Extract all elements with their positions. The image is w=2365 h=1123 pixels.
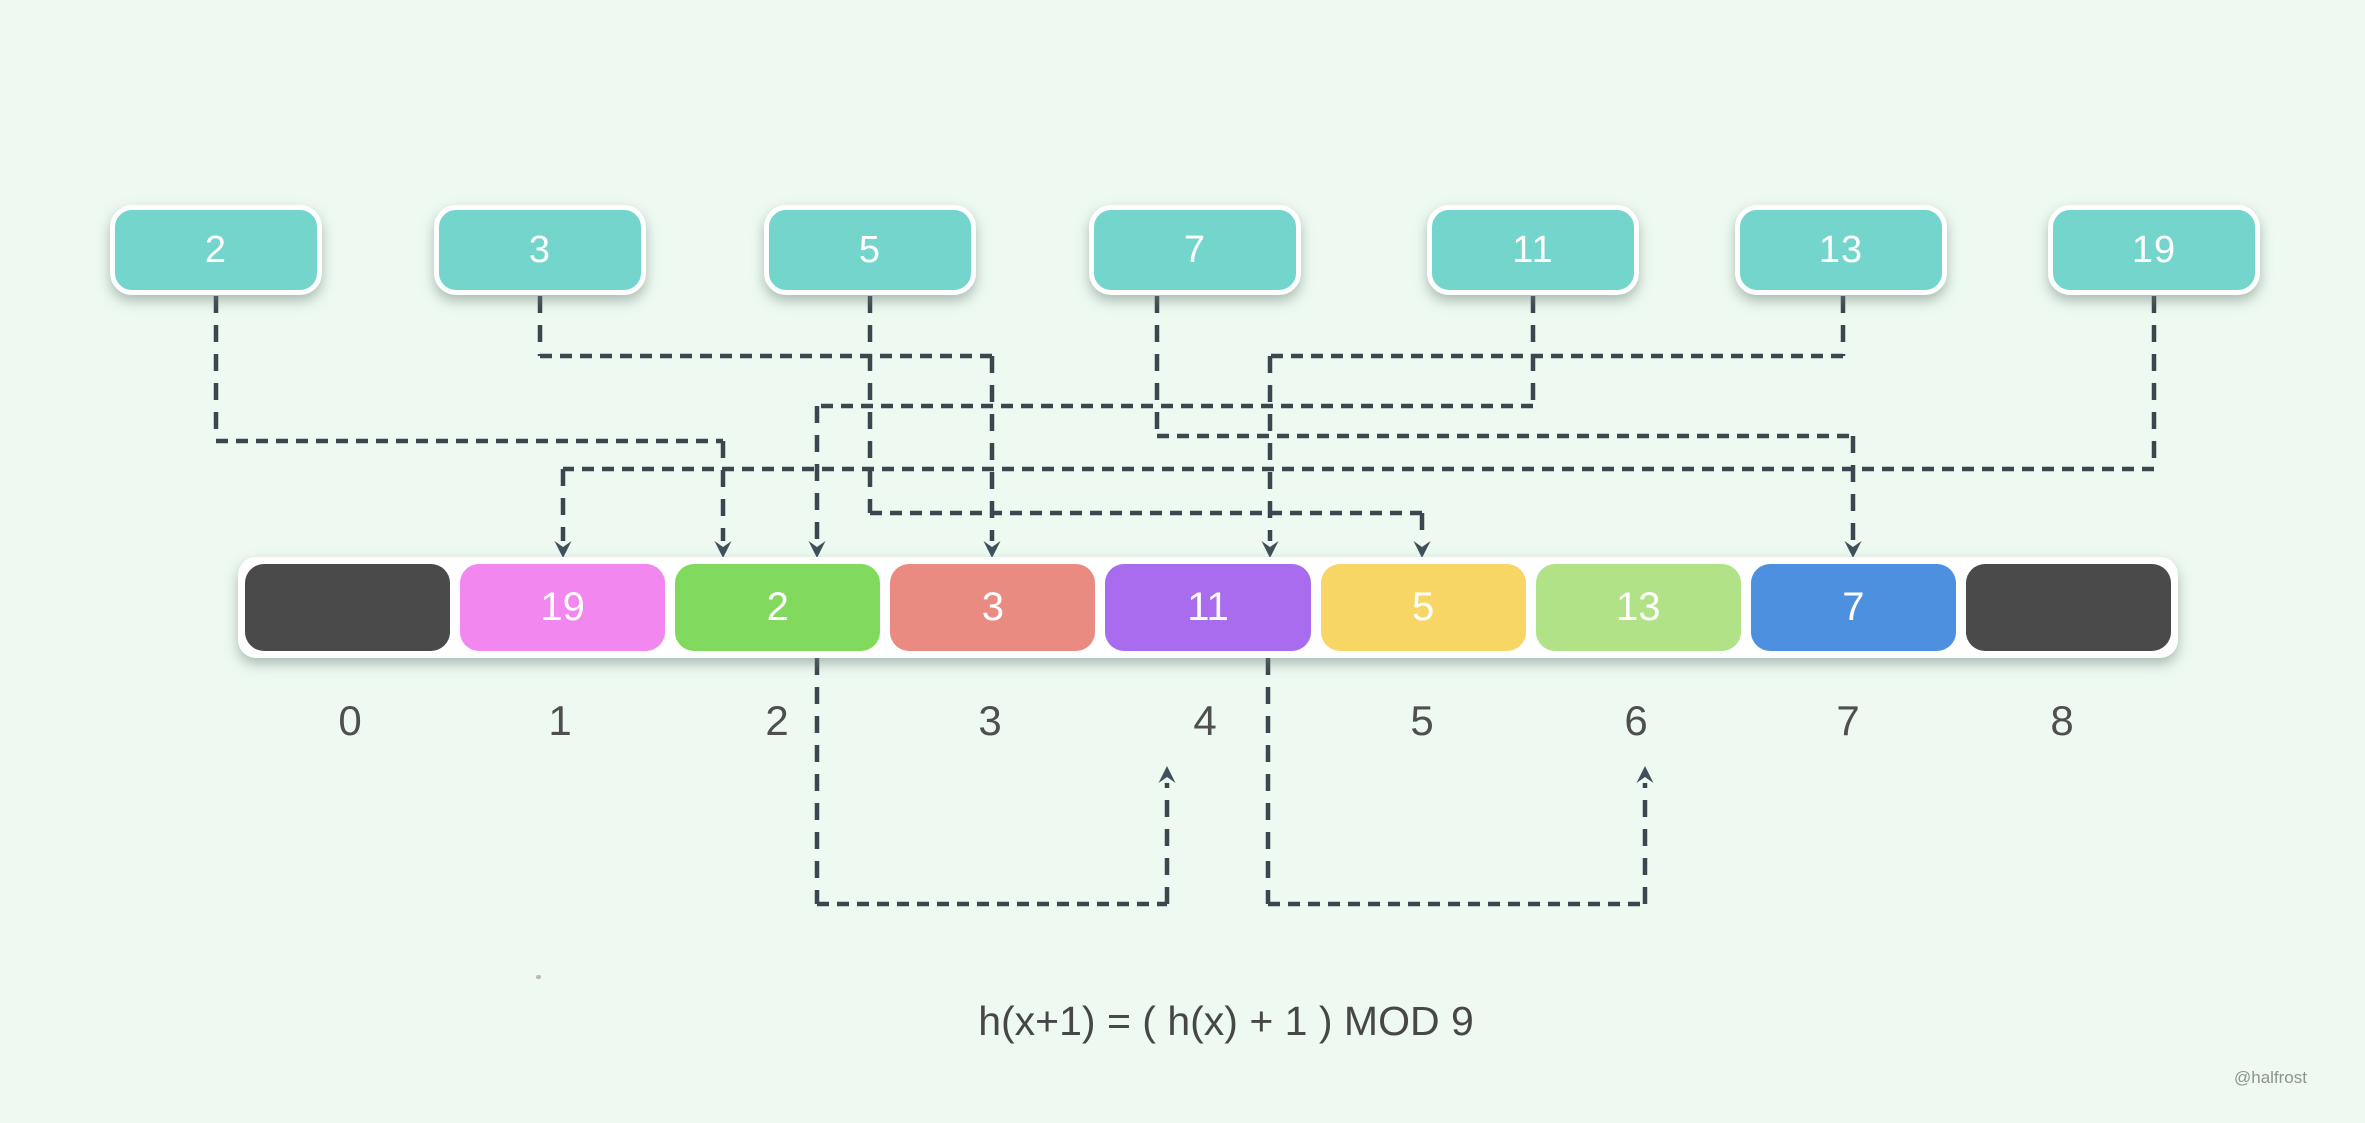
- key-label: 5: [858, 228, 882, 271]
- arrowhead: [714, 541, 732, 558]
- bucket-cell-0: [245, 564, 451, 651]
- arrowhead: [1158, 766, 1176, 783]
- arrowhead: [1261, 541, 1279, 558]
- index-label-4: 4: [1193, 697, 1217, 744]
- key-box-19: 19: [2048, 205, 2260, 295]
- probe-bucket-2-to-4: [814, 658, 1176, 907]
- bucket-value: 2: [766, 585, 789, 629]
- index-label-5: 5: [1410, 697, 1434, 744]
- key-box-7: 7: [1089, 205, 1301, 295]
- arrowhead: [1636, 766, 1654, 783]
- bucket-cell-3: 3: [890, 564, 1096, 651]
- index-label-6: 6: [1624, 697, 1648, 744]
- index-label-7: 7: [1836, 697, 1860, 744]
- key-label: 7: [1183, 228, 1207, 271]
- bucket-cell-1: 19: [460, 564, 666, 651]
- arrowhead: [1413, 541, 1431, 558]
- probe-bucket-4-to-6: [1265, 658, 1654, 907]
- key-box-13: 13: [1735, 205, 1947, 295]
- hash-table-array: 19 2 3 11 5 13 7: [238, 557, 2178, 658]
- bucket-cell-7: 7: [1750, 564, 1956, 651]
- key-2-to-bucket-2: [213, 296, 732, 558]
- index-label-1: 1: [548, 697, 572, 744]
- bucket-value: 3: [981, 585, 1004, 629]
- key-box-5: 5: [764, 205, 976, 295]
- bucket-cell-4: 11: [1105, 564, 1311, 651]
- arrowhead: [808, 541, 826, 558]
- watermark: @halfrost: [2233, 1068, 2307, 1087]
- key-13-to-bucket-4: [1261, 296, 1846, 558]
- key-11-to-bucket-2: [808, 296, 1536, 558]
- key-label: 11: [1512, 228, 1554, 271]
- arrowhead: [554, 541, 572, 558]
- bucket-cell-8: [1965, 564, 2171, 651]
- index-label-0: 0: [338, 697, 362, 744]
- key-box-2: 2: [110, 205, 322, 295]
- bucket-value: 11: [1187, 585, 1229, 629]
- key-5-to-bucket-5: [867, 296, 1431, 558]
- key-label: 2: [204, 228, 228, 271]
- key-box-3: 3: [434, 205, 646, 295]
- bucket-cell-2: 2: [675, 564, 881, 651]
- key-box-11: 11: [1427, 205, 1639, 295]
- probe-formula: h(x+1) = ( h(x) + 1 ) MOD 9: [978, 998, 1474, 1044]
- key-7-to-bucket-7: [1154, 296, 1862, 558]
- key-3-to-bucket-3: [537, 296, 1001, 558]
- bucket-cell-5: 5: [1320, 564, 1526, 651]
- artifact-speck: [536, 975, 541, 979]
- key-label: 13: [1818, 228, 1864, 271]
- index-label-3: 3: [978, 697, 1002, 744]
- bucket-cell-6: 13: [1535, 564, 1741, 651]
- bucket-value: 7: [1842, 585, 1865, 629]
- bucket-value: 19: [540, 585, 585, 629]
- arrowhead: [983, 541, 1001, 558]
- bucket-value: 5: [1411, 585, 1435, 629]
- index-label-2: 2: [765, 697, 789, 744]
- key-label: 19: [2131, 228, 2177, 271]
- key-label: 3: [528, 228, 552, 271]
- key-19-to-bucket-1: [554, 296, 2157, 558]
- index-label-8: 8: [2050, 697, 2074, 744]
- bucket-value: 13: [1615, 585, 1661, 629]
- arrowhead: [1844, 541, 1862, 558]
